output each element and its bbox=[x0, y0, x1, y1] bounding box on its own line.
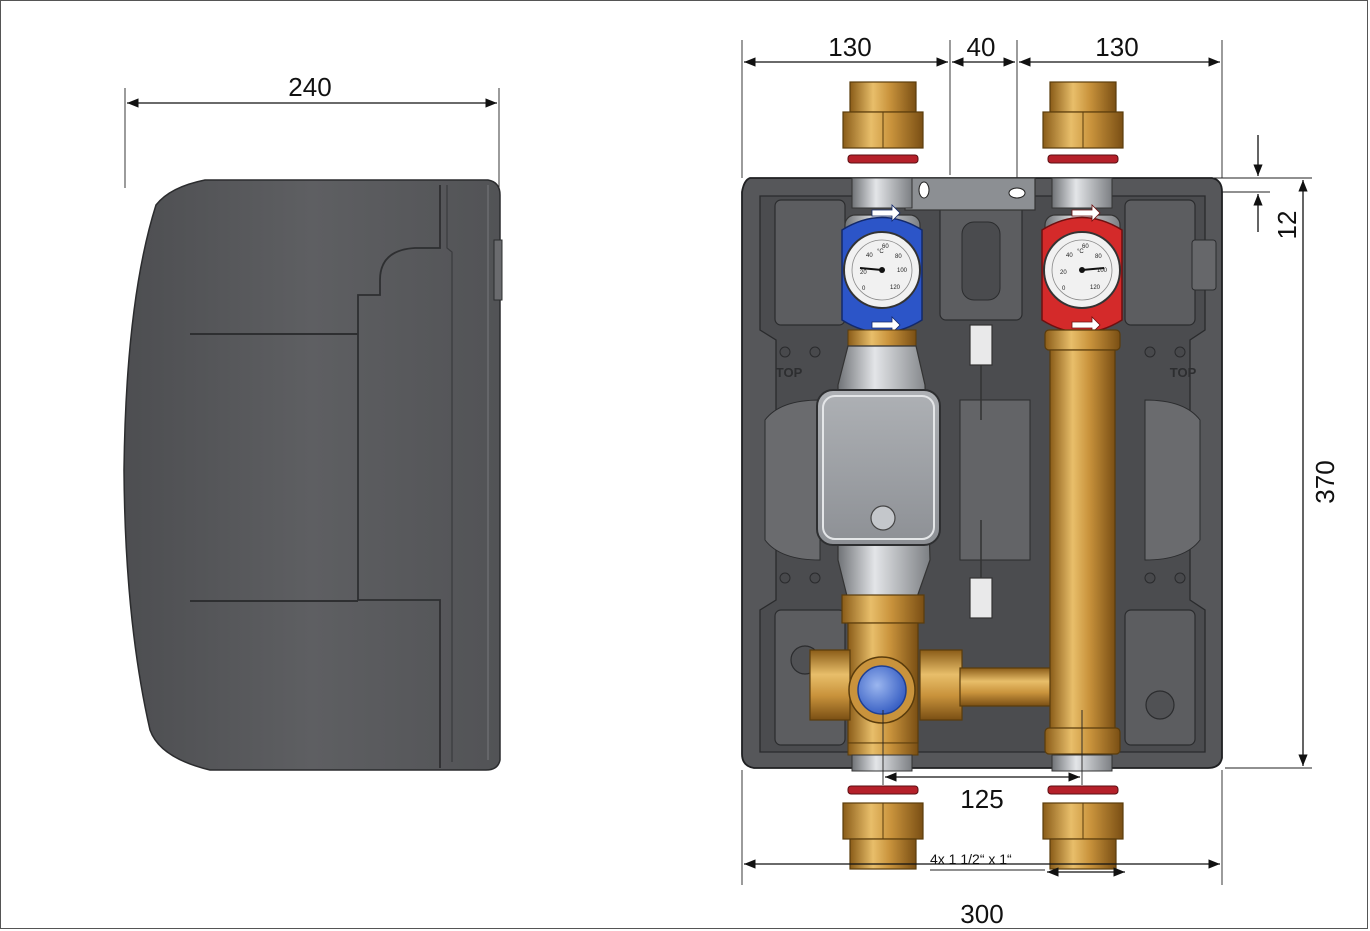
side-view: 240 bbox=[123, 72, 503, 771]
cover-clip bbox=[493, 239, 503, 301]
top-right-gasket bbox=[1047, 154, 1119, 164]
shell-screw-marks bbox=[779, 346, 1186, 584]
right-thermo-40: 40 bbox=[1066, 253, 1073, 259]
dim-300-label: 300 bbox=[960, 899, 1003, 929]
pump-knob bbox=[870, 505, 896, 531]
bottom-right-fitting bbox=[1042, 802, 1124, 870]
right-top-stub bbox=[1051, 177, 1113, 209]
top-marking-right: TOP bbox=[1170, 365, 1197, 380]
shell-clip-right bbox=[1191, 239, 1217, 291]
dim-125-label: 125 bbox=[960, 784, 1003, 814]
bypass-pipe bbox=[959, 667, 1053, 707]
pocket-top-right bbox=[1124, 199, 1196, 326]
riser-top-collar bbox=[1044, 329, 1121, 351]
left-thermo-unit: °C bbox=[877, 249, 884, 255]
left-thermometer-hub bbox=[879, 267, 885, 273]
mixer-left-port bbox=[809, 649, 851, 721]
bottom-left-fitting bbox=[842, 802, 924, 870]
right-thermo-0: 0 bbox=[1062, 286, 1066, 292]
left-thermo-40: 40 bbox=[866, 253, 873, 259]
left-thermo-20: 20 bbox=[860, 270, 867, 276]
dim-40-label: 40 bbox=[967, 32, 996, 62]
pocket-bottom-right bbox=[1124, 609, 1196, 746]
top-marking-left: TOP bbox=[776, 365, 803, 380]
cover-step-edge bbox=[357, 185, 441, 768]
mixer-blue-knob bbox=[857, 665, 907, 715]
left-thermometer-needle bbox=[859, 267, 883, 271]
cover-rim-edge bbox=[446, 185, 453, 762]
pocket-center-slot bbox=[961, 221, 1001, 301]
left-thermometer-scale-ring bbox=[851, 239, 913, 301]
right-thermo-120: 120 bbox=[1090, 285, 1101, 291]
mixer-upper-nut bbox=[841, 594, 925, 624]
left-thermo-0: 0 bbox=[862, 286, 866, 292]
right-thermometer-needle bbox=[1081, 267, 1105, 271]
insulation-cover-side bbox=[123, 179, 501, 771]
riser-bottom-collar bbox=[1044, 727, 1121, 755]
top-left-gasket bbox=[847, 154, 919, 164]
center-clips bbox=[969, 324, 993, 619]
left-thermo-60: 60 bbox=[882, 244, 889, 250]
right-thermo-80: 80 bbox=[1095, 254, 1102, 260]
right-thermometer-hub bbox=[1079, 267, 1085, 273]
top-left-fitting bbox=[842, 81, 924, 149]
mixer-right-port bbox=[919, 649, 963, 721]
left-thermo-80: 80 bbox=[895, 254, 902, 260]
left-bottom-stub bbox=[851, 754, 913, 772]
left-flow-arrow-icon bbox=[871, 204, 901, 222]
mount-slot-right bbox=[1008, 187, 1026, 199]
left-thermo-100: 100 bbox=[897, 268, 908, 274]
left-flow-arrow-lower-icon bbox=[871, 316, 901, 334]
left-shell-band bbox=[764, 399, 821, 561]
right-flow-arrow-lower-icon bbox=[1071, 316, 1101, 334]
left-brass-nipple bbox=[847, 329, 917, 347]
right-thermo-20: 20 bbox=[1060, 270, 1067, 276]
right-thermo-100: 100 bbox=[1097, 268, 1108, 274]
right-shell-band bbox=[1144, 399, 1201, 561]
mount-slot-left bbox=[918, 181, 930, 199]
dim-130-left-label: 130 bbox=[828, 32, 871, 62]
top-right-fitting bbox=[1042, 81, 1124, 149]
right-thermo-60: 60 bbox=[1082, 244, 1089, 250]
side-width-label: 240 bbox=[288, 72, 331, 102]
left-thermo-120: 120 bbox=[890, 285, 901, 291]
left-top-stub bbox=[851, 177, 913, 209]
right-thermometer-scale-ring bbox=[1051, 239, 1113, 301]
brass-riser-pipe bbox=[1049, 349, 1116, 731]
pump-head-rim bbox=[822, 395, 935, 540]
bottom-right-gasket bbox=[1047, 785, 1119, 795]
circulation-pump-head bbox=[816, 389, 941, 546]
center-shell-band bbox=[959, 399, 1031, 561]
front-view: 130 40 130 12 370 TOP TOP bbox=[741, 32, 1340, 929]
dim-370-label: 370 bbox=[1310, 460, 1340, 503]
shell-boss-right bbox=[1145, 690, 1175, 720]
dim-130-right-label: 130 bbox=[1095, 32, 1138, 62]
right-flow-arrow-icon bbox=[1071, 204, 1101, 222]
dim-12-label: 12 bbox=[1272, 211, 1302, 240]
pocket-top-left bbox=[774, 199, 846, 326]
bottom-left-gasket bbox=[847, 785, 919, 795]
right-thermo-unit: °C bbox=[1077, 249, 1084, 255]
